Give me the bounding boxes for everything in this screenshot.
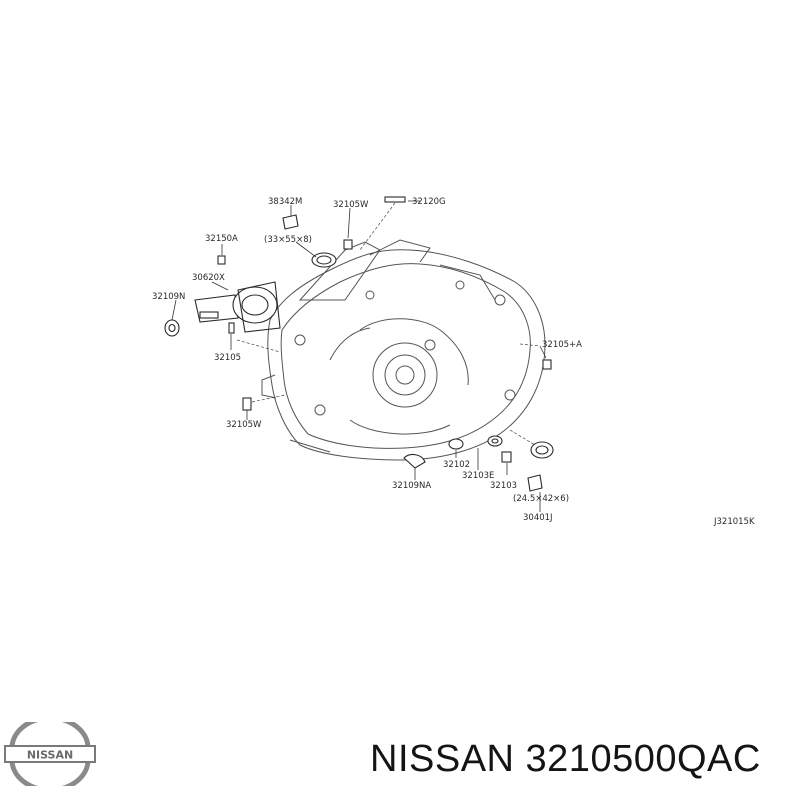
washer-32109n	[164, 319, 180, 337]
seal-30401j-icon	[527, 474, 543, 492]
figure-code: J321015K	[713, 517, 755, 527]
label-32105w-bottom: 32105W	[226, 420, 262, 430]
label-32103e: 32103E	[462, 471, 494, 481]
label-32109na: 32109NA	[392, 481, 431, 491]
leader-lines	[171, 200, 547, 512]
logo-text: NISSAN	[27, 749, 73, 762]
bushing-32105w-bottom	[242, 397, 252, 411]
label-32105a: 32105+A	[542, 340, 582, 350]
seal-38342m	[311, 252, 337, 268]
bushing-32105a	[542, 359, 552, 370]
label-32109n: 32109N	[152, 292, 185, 302]
clip-32109na	[403, 453, 426, 469]
seal-38342m-icon	[282, 214, 299, 230]
part-number-caption: NISSAN 3210500QAC	[370, 738, 761, 780]
seal-30401j	[530, 441, 554, 459]
label-32103: 32103	[490, 481, 517, 491]
label-32120g: 32120G	[412, 197, 446, 207]
label-32105: 32105	[214, 353, 241, 363]
label-32150a: 32150A	[205, 234, 238, 244]
label-30620x: 30620X	[192, 273, 225, 283]
label-38342m: 38342M	[268, 197, 302, 207]
label-32105w-top: 32105W	[333, 200, 369, 210]
bolt-32120g	[384, 196, 406, 203]
label-size-33x55x8: (33×55×8)	[264, 235, 312, 245]
seal-32102	[448, 438, 464, 450]
label-size-24x42x6: (24.5×42×6)	[513, 494, 569, 504]
slave-cylinder	[194, 281, 281, 333]
ring-32103e	[487, 435, 503, 447]
bushing-32105w-top	[343, 239, 353, 250]
nissan-logo-icon: NISSAN	[4, 722, 96, 786]
label-30401j: 30401J	[523, 513, 553, 523]
transmission-housing	[261, 239, 546, 461]
label-32102: 32102	[443, 460, 470, 470]
bolt-32150a	[217, 255, 226, 265]
pin-32105	[228, 322, 235, 334]
bushing-32103	[501, 451, 512, 463]
